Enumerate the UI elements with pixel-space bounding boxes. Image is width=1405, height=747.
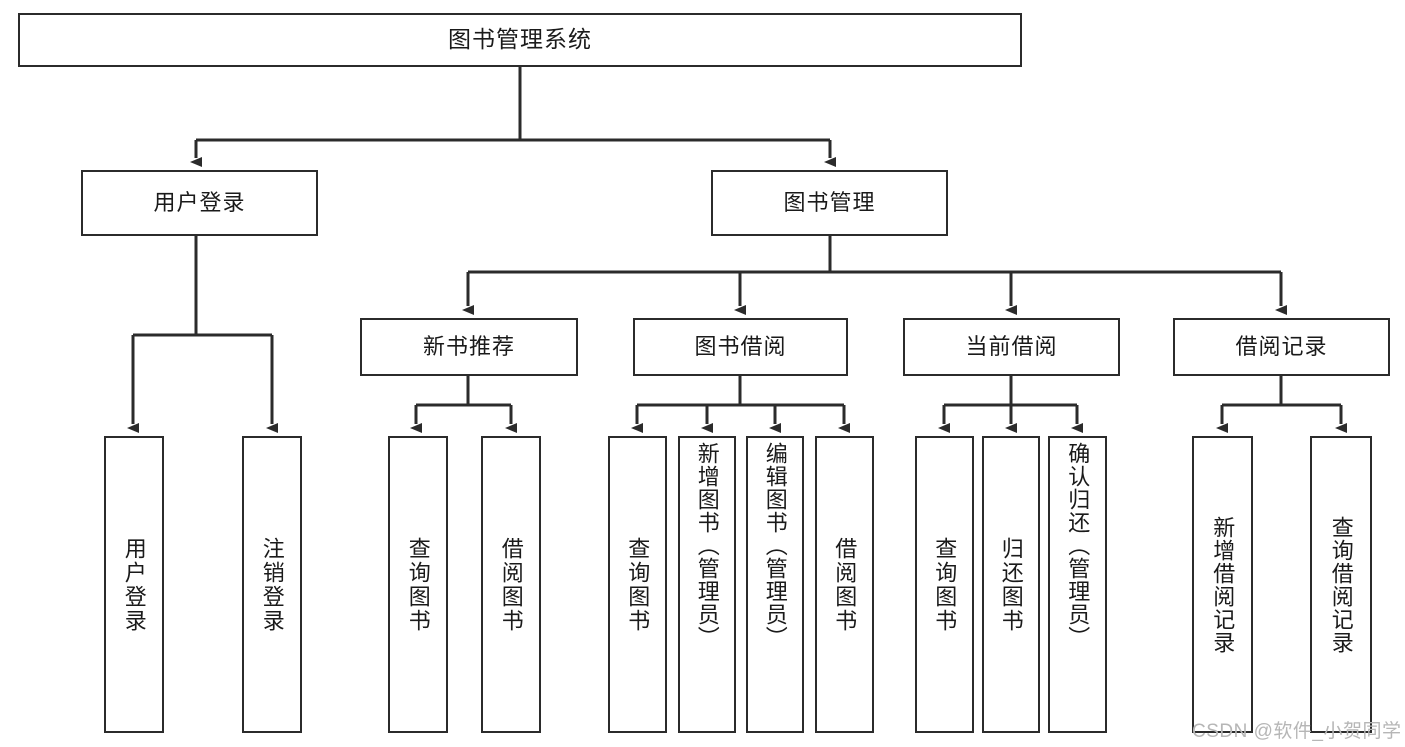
leaf-edit-book-admin[interactable]: 编辑图书（管理员） bbox=[746, 436, 804, 733]
node-label: 图书借阅 bbox=[694, 333, 787, 359]
node-book-management[interactable]: 图书管理 bbox=[711, 170, 948, 236]
csdn-watermark: CSDN @软件_小贺同学 bbox=[1192, 721, 1402, 742]
node-label: 借阅图书 bbox=[832, 536, 858, 633]
node-book-borrow[interactable]: 图书借阅 bbox=[633, 318, 848, 376]
leaf-query-book-borrow[interactable]: 查询图书 bbox=[608, 436, 667, 733]
node-label: 查询图书 bbox=[625, 536, 651, 633]
node-label: 借阅记录 bbox=[1235, 333, 1328, 359]
node-label: 归还图书 bbox=[998, 536, 1024, 633]
leaf-add-borrow-record[interactable]: 新增借阅记录 bbox=[1192, 436, 1253, 733]
node-label: 新增借阅记录 bbox=[1210, 515, 1236, 654]
node-label: 新增图书（管理员） bbox=[694, 442, 720, 649]
node-borrow-record[interactable]: 借阅记录 bbox=[1173, 318, 1390, 376]
node-new-book-recommend[interactable]: 新书推荐 bbox=[360, 318, 578, 376]
node-label: 查询图书 bbox=[932, 536, 958, 633]
node-label: 借阅图书 bbox=[498, 536, 524, 633]
node-user-login[interactable]: 用户登录 bbox=[81, 170, 318, 236]
node-label: 图书管理 bbox=[783, 189, 876, 215]
node-label: 新书推荐 bbox=[422, 333, 515, 359]
node-label: 查询图书 bbox=[405, 536, 431, 633]
node-label: 注销登录 bbox=[259, 536, 285, 633]
node-label: 当前借阅 bbox=[965, 333, 1058, 359]
leaf-query-book-new[interactable]: 查询图书 bbox=[388, 436, 448, 733]
leaf-add-book-admin[interactable]: 新增图书（管理员） bbox=[678, 436, 736, 733]
leaf-return-book[interactable]: 归还图书 bbox=[982, 436, 1040, 733]
node-label: 图书管理系统 bbox=[448, 26, 592, 53]
leaf-borrow-book[interactable]: 借阅图书 bbox=[815, 436, 874, 733]
leaf-user-login[interactable]: 用户登录 bbox=[104, 436, 164, 733]
leaf-confirm-return-admin[interactable]: 确认归还（管理员） bbox=[1048, 436, 1107, 733]
node-root-system[interactable]: 图书管理系统 bbox=[18, 13, 1022, 67]
node-label: 编辑图书（管理员） bbox=[762, 442, 788, 649]
leaf-logout-login[interactable]: 注销登录 bbox=[242, 436, 302, 733]
node-label: 用户登录 bbox=[121, 536, 147, 633]
leaf-query-book-current[interactable]: 查询图书 bbox=[915, 436, 974, 733]
node-label: 查询借阅记录 bbox=[1328, 515, 1354, 654]
node-current-borrow[interactable]: 当前借阅 bbox=[903, 318, 1120, 376]
leaf-borrow-book-new[interactable]: 借阅图书 bbox=[481, 436, 541, 733]
leaf-query-borrow-record[interactable]: 查询借阅记录 bbox=[1310, 436, 1372, 733]
node-label: 确认归还（管理员） bbox=[1065, 442, 1091, 649]
node-label: 用户登录 bbox=[153, 189, 246, 215]
